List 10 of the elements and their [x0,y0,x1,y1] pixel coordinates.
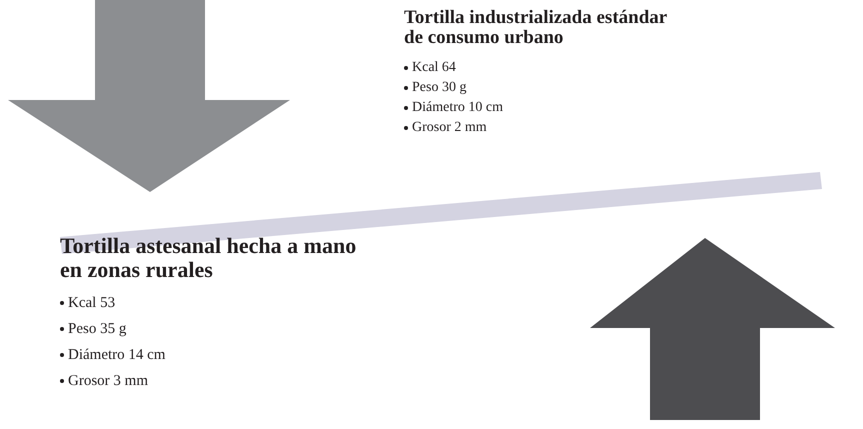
bullet-item: Diámetro 10 cm [412,99,503,117]
bullet-item: Kcal 53 [68,294,116,313]
bullet-item: Peso 30 g [412,79,466,97]
bullet-item: Grosor 2 mm [412,119,487,137]
bullet-item: Grosor 3 mm [68,372,148,391]
bullet-item: Diámetro 14 cm [68,346,166,365]
heading: Tortilla industrializada estándar de consumo urbano [404,8,668,48]
bullet-item: Kcal 64 [412,59,456,77]
heading: Tortilla astesanal hecha a mano en zonas rurales [60,234,358,282]
bullet-item: Peso 35 g [68,320,126,339]
